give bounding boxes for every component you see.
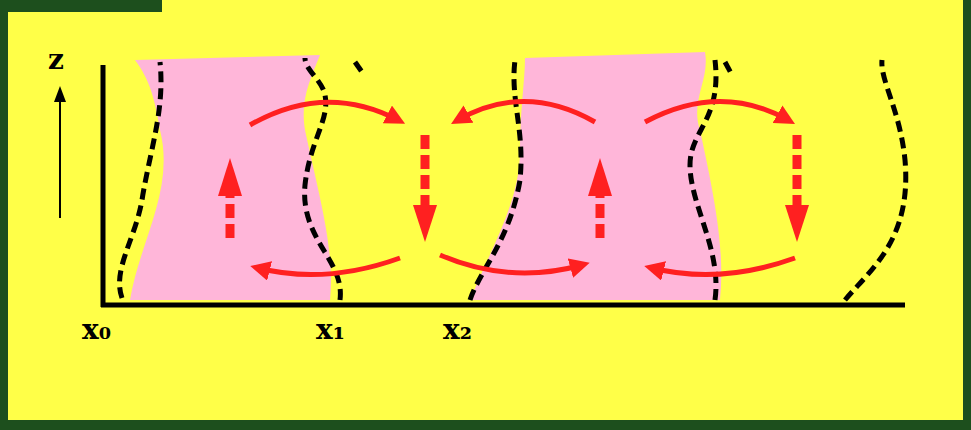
position-label: x₀	[82, 316, 111, 344]
dashed-boundaries	[120, 58, 906, 300]
flow-arrows	[250, 101, 795, 274]
axes	[54, 65, 905, 307]
position-label: x₂	[443, 316, 472, 344]
position-label: x₁	[316, 316, 345, 344]
vertical-flow-arrows	[218, 135, 809, 242]
ground	[8, 0, 963, 420]
frame-tab	[0, 0, 162, 12]
axis-label: z	[48, 46, 64, 74]
upwelling-regions	[130, 52, 721, 300]
